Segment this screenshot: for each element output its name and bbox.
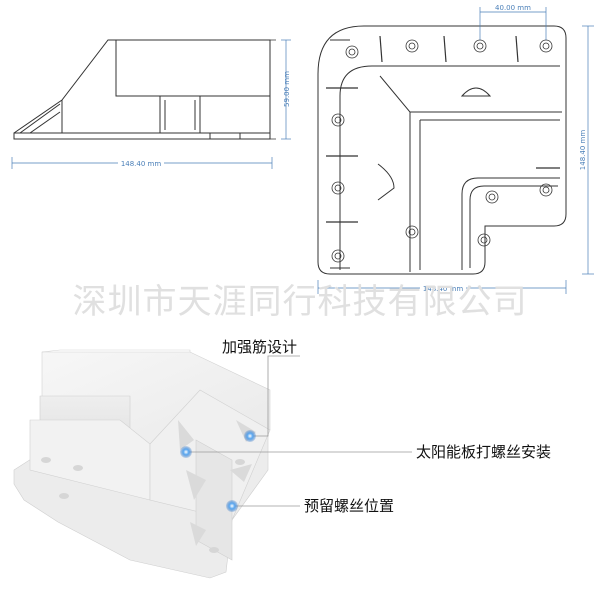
- side-height-label: 59.00 mm: [283, 71, 291, 107]
- reserved-screw-position-label: 预留螺丝位置: [304, 497, 395, 515]
- top-view-dimensions: [317, 7, 594, 294]
- callout-lines: [186, 355, 412, 507]
- screw-install-callout-dot: [180, 446, 192, 458]
- mounting-holes: [331, 39, 553, 263]
- top-view-drawing: [317, 25, 567, 275]
- top-width-label-bg: [420, 283, 466, 293]
- side-width-label-bg: [118, 158, 164, 168]
- hole-spacing-label: 40.00 mm: [495, 4, 531, 12]
- company-watermark: 深圳市天涯同行科技有限公司: [72, 282, 528, 322]
- top-height-label: 148.40 mm: [579, 130, 587, 171]
- top-width-label: 148.40 mm: [423, 285, 464, 293]
- reserved-screw-callout-dot: [226, 500, 238, 512]
- side-view-dimensions: [11, 39, 291, 169]
- product-render: [13, 349, 271, 579]
- side-width-label: 148.40 mm: [121, 160, 162, 168]
- side-view-drawing: [13, 39, 276, 140]
- rib-callout-dot: [244, 430, 256, 442]
- rib-design-label: 加强筋设计: [222, 338, 298, 356]
- panel-screw-install-label: 太阳能板打螺丝安装: [416, 443, 552, 461]
- top-view-ribs: [326, 35, 560, 223]
